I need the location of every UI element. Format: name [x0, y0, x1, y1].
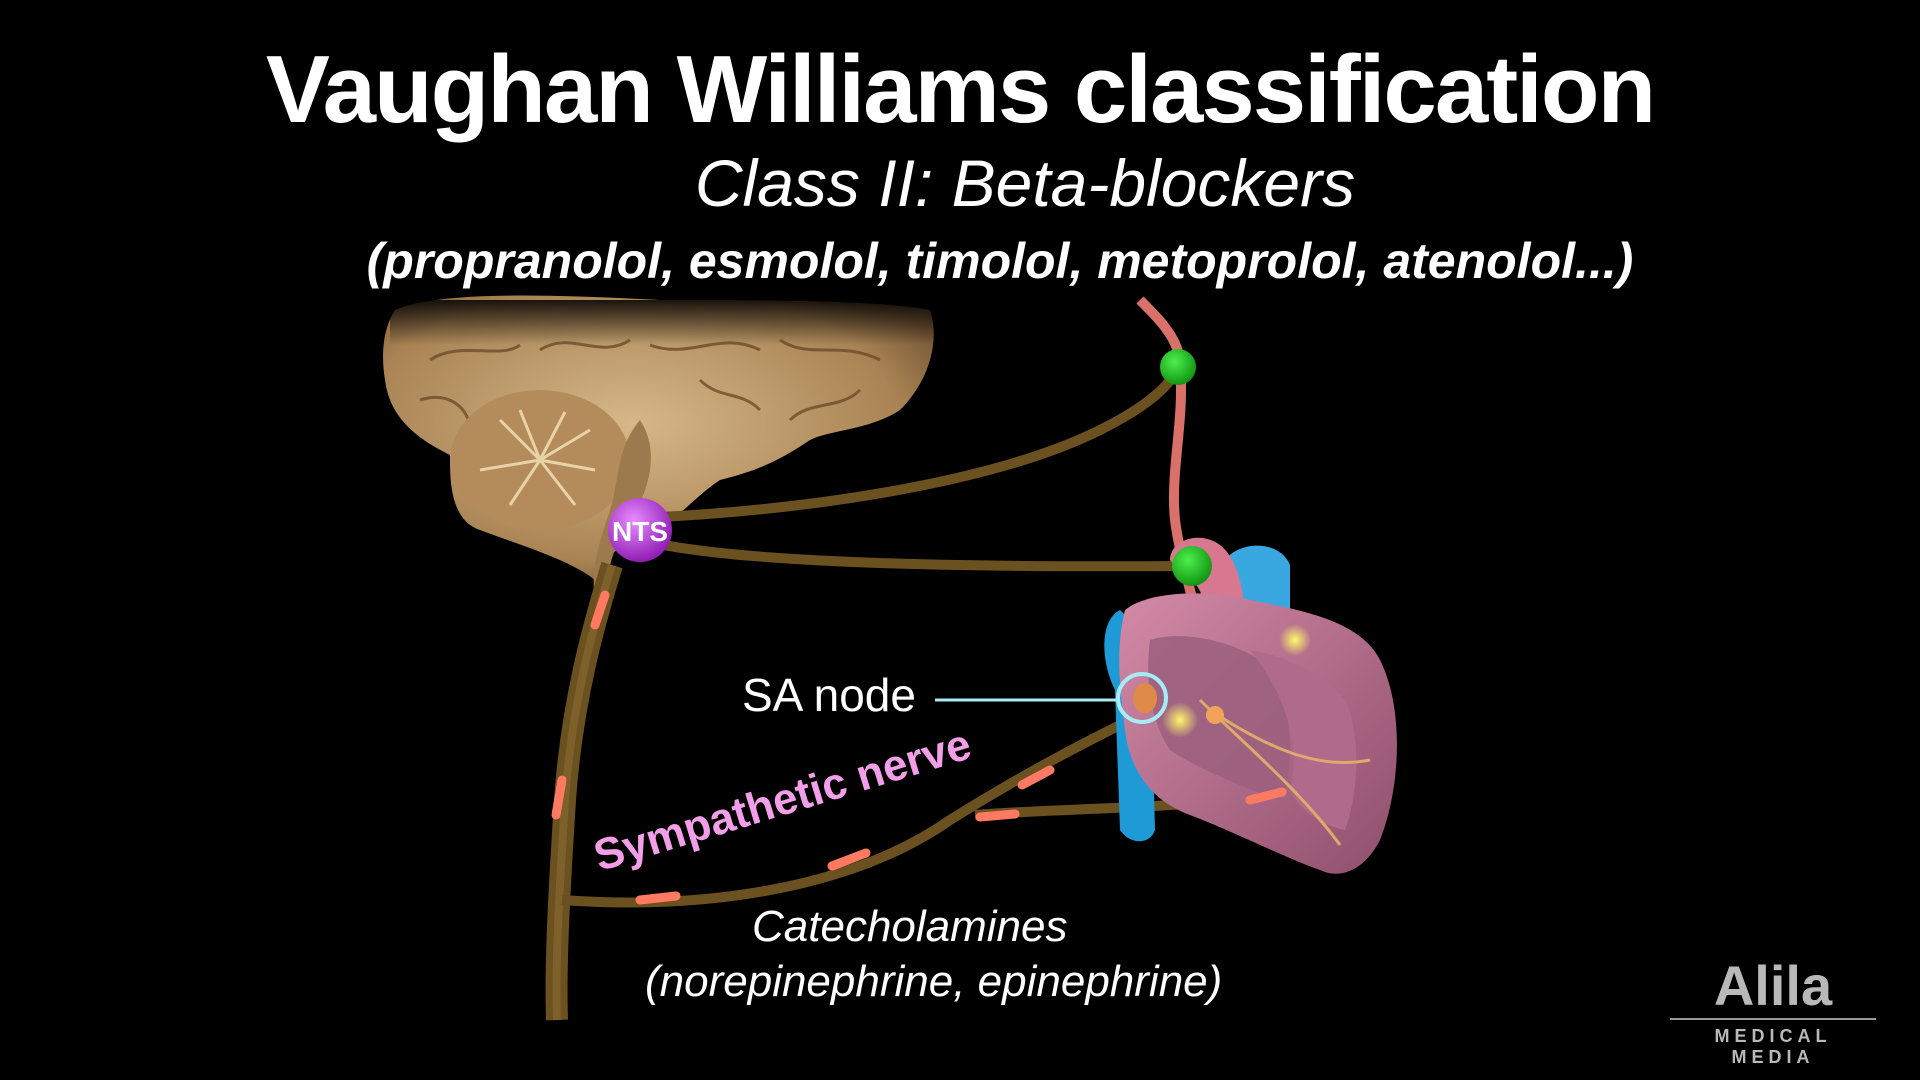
heart-illustration	[1104, 537, 1397, 874]
logo-divider	[1670, 1018, 1876, 1020]
slide-title: Vaughan Williams classification	[265, 36, 1656, 143]
logo-name: Alila	[1713, 954, 1833, 1017]
nts-node: NTS	[608, 498, 672, 562]
logo-tagline: MEDICAL MEDIA	[1714, 1026, 1832, 1067]
ganglion-upper	[1160, 349, 1196, 385]
parasympathetic-fiber-upper	[639, 365, 1183, 523]
brand-logo: Alila MEDICAL MEDIA	[1670, 958, 1876, 1068]
sympathetic-nerve	[561, 715, 1133, 908]
ganglion-lower	[1172, 546, 1212, 586]
catecholamine-markers	[551, 590, 1287, 905]
slide-subtitle: Class II: Beta-blockers	[694, 146, 1356, 220]
brain-illustration	[383, 295, 935, 600]
parasympathetic-fiber-lower	[638, 535, 1193, 572]
sa-node-label: SA node	[742, 669, 916, 721]
sa-node-marker	[1116, 672, 1168, 724]
drug-examples: (propranolol, esmolol, timolol, metoprol…	[366, 233, 1634, 289]
catecholamines-examples-label: (norepinephrine, epinephrine)	[645, 957, 1223, 1006]
nts-label: NTS	[612, 516, 668, 547]
catecholamines-label: Catecholamines	[752, 902, 1068, 951]
